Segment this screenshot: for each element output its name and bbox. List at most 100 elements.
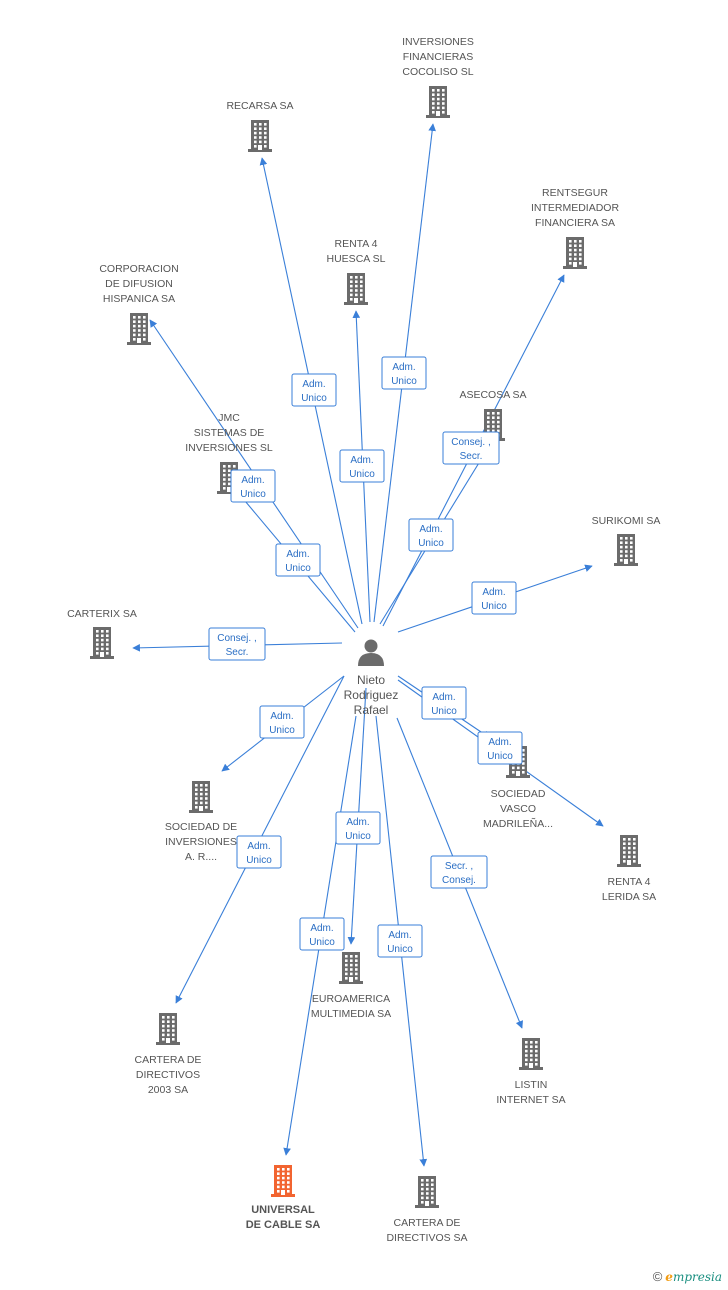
company-node-surikomi[interactable]: SURIKOMI SA bbox=[592, 515, 661, 566]
company-label: DIRECTIVOS bbox=[136, 1069, 200, 1081]
person-name: Rodriguez bbox=[344, 688, 399, 702]
company-node-sociedad-inversiones[interactable]: SOCIEDAD DE INVERSIONES A. R.... bbox=[165, 781, 237, 863]
role-text: Unico bbox=[391, 376, 417, 387]
company-node-recarsa[interactable]: RECARSA SA bbox=[226, 100, 294, 152]
role-badge-universal-cable[interactable]: Adm.Unico bbox=[299, 917, 345, 951]
role-text: Secr. , bbox=[445, 861, 473, 872]
role-text: Consej. , bbox=[217, 633, 256, 644]
company-label: DE DIFUSION bbox=[105, 278, 173, 290]
role-text: Adm. bbox=[488, 737, 511, 748]
role-text: Adm. bbox=[286, 549, 309, 560]
building-icon bbox=[127, 313, 151, 345]
company-label: A. R.... bbox=[185, 851, 217, 863]
company-label: INVERSIONES SL bbox=[185, 442, 273, 454]
company-label: SISTEMAS DE bbox=[194, 427, 265, 439]
role-text: Adm. bbox=[419, 524, 442, 535]
role-badge-carterix[interactable]: Consej. , Secr. bbox=[208, 627, 266, 661]
company-label: VASCO bbox=[500, 803, 536, 815]
role-badge-surikomi[interactable]: Adm. Unico bbox=[471, 581, 517, 615]
person-name: Rafael bbox=[354, 703, 389, 717]
company-label: FINANCIERAS bbox=[403, 51, 474, 63]
role-badge-sociedad-vasco[interactable]: Adm.Unico bbox=[421, 686, 467, 720]
role-badge-sociedad-inversiones[interactable]: Adm.Unico bbox=[259, 705, 305, 739]
role-text: Secr. bbox=[460, 451, 483, 462]
company-label: RECARSA SA bbox=[226, 100, 293, 112]
company-label: HISPANICA SA bbox=[103, 293, 175, 305]
building-icon bbox=[344, 273, 368, 305]
role-badge-jmc-sistemas[interactable]: Adm. Unico bbox=[230, 469, 276, 503]
company-label: CARTERA DE bbox=[394, 1217, 461, 1229]
role-text: Adm. bbox=[482, 587, 505, 598]
role-text: Consej. bbox=[442, 875, 476, 886]
role-badge-asecosa[interactable]: Consej. ,Secr. bbox=[442, 431, 500, 465]
company-node-carterix[interactable]: CARTERIX SA bbox=[67, 608, 137, 659]
footer-brand[interactable]: © empresia bbox=[653, 1269, 722, 1284]
role-text: Unico bbox=[240, 489, 266, 500]
role-text: Adm. bbox=[432, 692, 455, 703]
company-label: EUROAMERICA bbox=[312, 993, 390, 1005]
company-label: INVERSIONES bbox=[165, 836, 237, 848]
role-text: Adm. bbox=[350, 455, 373, 466]
company-label: INTERNET SA bbox=[496, 1094, 565, 1106]
role-text: Unico bbox=[481, 601, 507, 612]
role-badge-cartera-2003[interactable]: Adm.Unico bbox=[236, 835, 282, 869]
company-label: INTERMEDIADOR bbox=[531, 202, 620, 214]
role-badge-renta4-huesca[interactable]: Adm.Unico bbox=[339, 449, 385, 483]
role-text: Adm. bbox=[302, 379, 325, 390]
company-label: FINANCIERA SA bbox=[535, 217, 615, 229]
role-text: Unico bbox=[301, 393, 327, 404]
company-label: SOCIEDAD bbox=[491, 788, 546, 800]
company-node-euroamerica[interactable]: EUROAMERICA MULTIMEDIA SA bbox=[311, 952, 391, 1020]
role-badge-renta4-lerida[interactable]: Adm.Unico bbox=[477, 731, 523, 765]
company-label: RENTA 4 bbox=[335, 238, 378, 250]
company-label: UNIVERSAL bbox=[251, 1204, 315, 1216]
role-badge-euroamerica[interactable]: Adm.Unico bbox=[335, 811, 381, 845]
person-name: Nieto bbox=[357, 673, 385, 687]
role-text: Unico bbox=[387, 944, 413, 955]
role-badge-corporacion-difusion[interactable]: Adm. Unico bbox=[275, 543, 321, 577]
building-icon bbox=[519, 1038, 543, 1070]
company-label: RENTA 4 bbox=[608, 876, 651, 888]
role-text: Adm. bbox=[247, 841, 270, 852]
copyright-symbol: © bbox=[652, 1269, 663, 1284]
building-icon bbox=[248, 120, 272, 152]
building-icon bbox=[189, 781, 213, 813]
role-badge-cartera-directivos[interactable]: Adm.Unico bbox=[377, 924, 423, 958]
company-node-rentsegur[interactable]: RENTSEGUR INTERMEDIADOR FINANCIERA SA bbox=[531, 187, 620, 269]
company-label: JMC bbox=[218, 412, 240, 424]
building-icon bbox=[90, 627, 114, 659]
company-label: SOCIEDAD DE bbox=[165, 821, 237, 833]
role-badge-recarsa[interactable]: Adm. Unico bbox=[291, 373, 337, 407]
company-label: ASECOSA SA bbox=[459, 389, 526, 401]
role-badge-listin[interactable]: Secr. , Consej. bbox=[430, 855, 488, 889]
role-text: Adm. bbox=[392, 362, 415, 373]
role-text: Adm. bbox=[241, 475, 264, 486]
brand-logo: empresia bbox=[665, 1269, 722, 1284]
company-label: CARTERIX SA bbox=[67, 608, 137, 620]
company-node-renta4-lerida[interactable]: RENTA 4 LERIDA SA bbox=[602, 835, 656, 903]
role-text: Adm. bbox=[270, 711, 293, 722]
role-text: Adm. bbox=[346, 817, 369, 828]
building-icon bbox=[271, 1165, 295, 1197]
roles-layer: Adm.UnicoAdm.UnicoAdm.UnicoAdm.UnicoAdm.… bbox=[208, 356, 523, 958]
building-icon bbox=[339, 952, 363, 984]
company-label: SURIKOMI SA bbox=[592, 515, 661, 527]
role-text: Unico bbox=[285, 563, 311, 574]
company-label: MULTIMEDIA SA bbox=[311, 1008, 391, 1020]
role-badge-rentsegur[interactable]: Adm.Unico bbox=[408, 518, 454, 552]
role-text: Secr. bbox=[226, 647, 249, 658]
company-label: RENTSEGUR bbox=[542, 187, 608, 199]
company-label: LERIDA SA bbox=[602, 891, 656, 903]
building-icon bbox=[617, 835, 641, 867]
role-badge-inversiones-financieras-cocoliso[interactable]: Adm. Unico bbox=[381, 356, 427, 390]
